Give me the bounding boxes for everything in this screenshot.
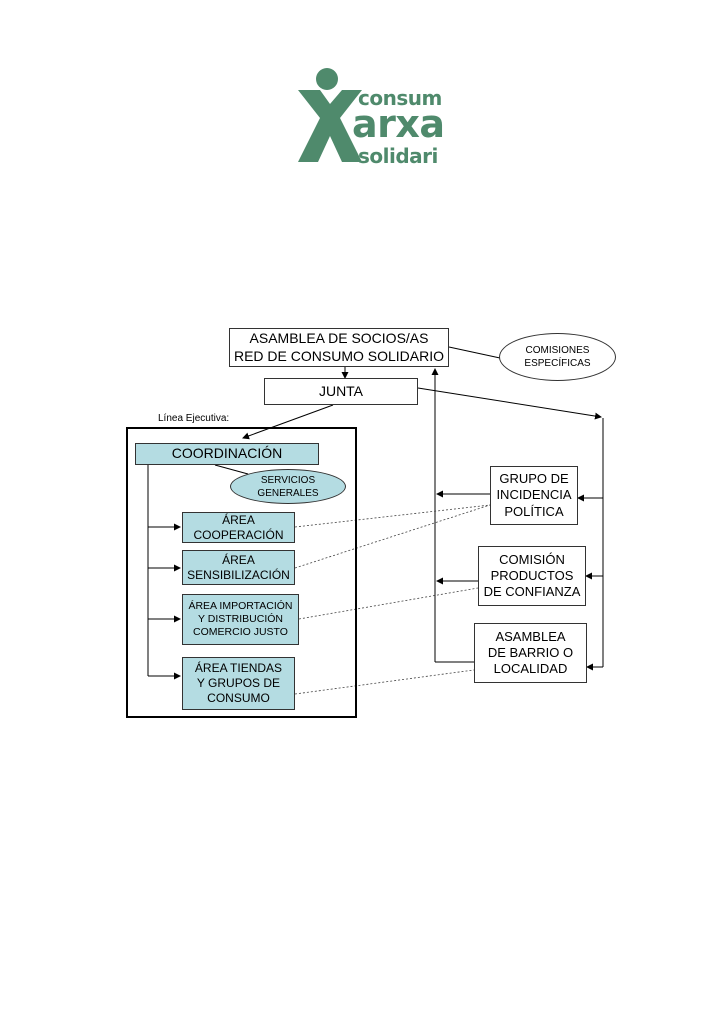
coordinacion-box: COORDINACIÓN (135, 443, 319, 465)
area-sensibilizacion-box: ÁREA SENSIBILIZACIÓN (182, 550, 295, 585)
area-tiendas-box: ÁREA TIENDAS Y GRUPOS DE CONSUMO (182, 657, 295, 710)
linea-ejecutiva-label: Línea Ejecutiva: (158, 413, 230, 424)
area-importacion-box: ÁREA IMPORTACIÓN Y DISTRIBUCIÓN COMERCIO… (182, 594, 299, 645)
logo-figure-icon (298, 68, 362, 162)
servicios-generales-oval: SERVICIOS GENERALES (230, 469, 346, 504)
logo: consum arxa solidari (290, 62, 445, 172)
junta-box: JUNTA (264, 378, 418, 405)
grupo-incidencia-box: GRUPO DE INCIDENCIA POLÍTICA (490, 466, 578, 525)
asamblea-barrio-box: ASAMBLEA DE BARRIO O LOCALIDAD (474, 623, 587, 683)
comisiones-especificas-oval: COMISIONES ESPECÍFICAS (499, 333, 616, 381)
logo-line-arxa: arxa (352, 102, 445, 146)
logo-line-consum: consum (358, 86, 442, 110)
linea-ejecutiva-frame (126, 427, 357, 718)
area-cooperacion-box: ÁREA COOPERACIÓN (182, 512, 295, 543)
logo-line-solidari: solidari (358, 144, 438, 168)
comision-productos-box: COMISIÓN PRODUCTOS DE CONFIANZA (478, 546, 586, 606)
asamblea-socios-box: ASAMBLEA DE SOCIOS/AS RED DE CONSUMO SOL… (229, 328, 449, 367)
